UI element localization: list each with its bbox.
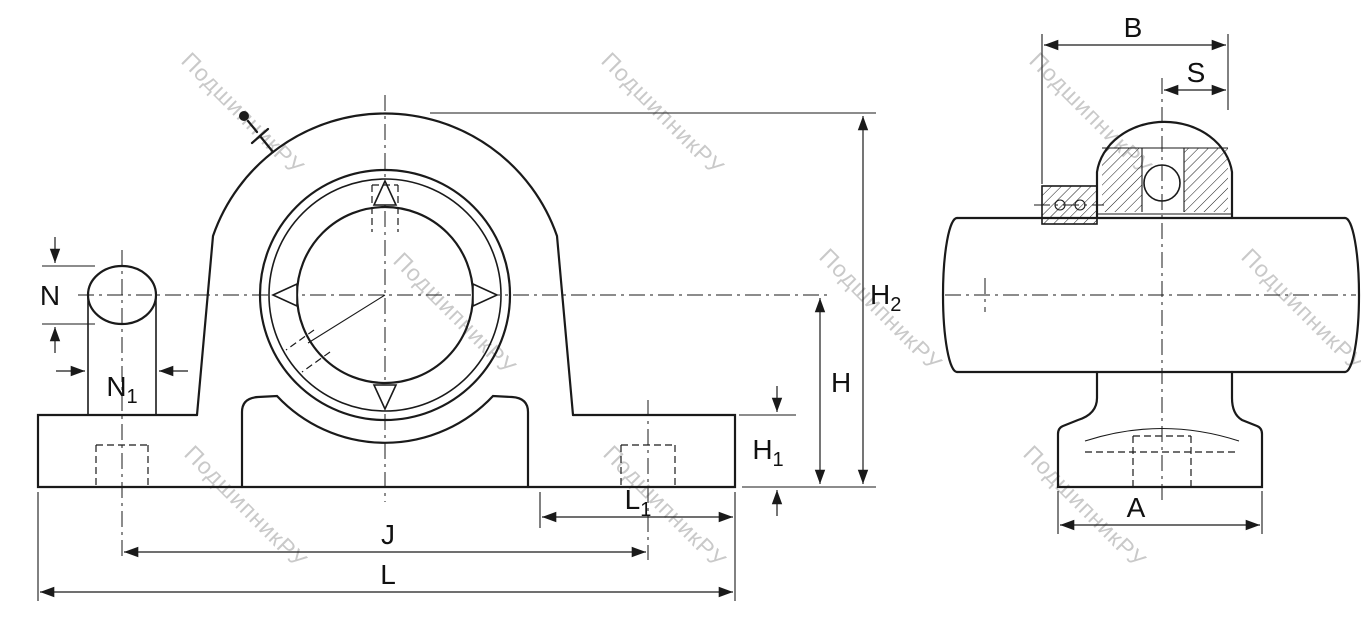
bearing-ring-inner-circle bbox=[268, 178, 502, 412]
dim-label-b: B bbox=[1124, 12, 1143, 43]
watermark-text: ПодшипникРУ bbox=[179, 440, 312, 573]
dim-label-h2: H2 bbox=[870, 279, 901, 316]
base-outline bbox=[36, 413, 737, 489]
setscrew-head-icon bbox=[1054, 199, 1066, 211]
dim-label-h: H bbox=[831, 367, 851, 398]
alignment-mark-bottom bbox=[372, 384, 398, 411]
base-counterbore-right bbox=[620, 444, 676, 487]
setscrew-hole-lower-left bbox=[285, 329, 331, 373]
base-relief-arch bbox=[240, 394, 530, 489]
section-hatch-left bbox=[1102, 148, 1142, 212]
dimensions: N N1 H2 H H1 L1 J L B bbox=[37, 12, 1263, 601]
watermark-layer: ПодшипникРУ ПодшипникРУ ПодшипникРУ Подш… bbox=[176, 47, 1361, 573]
dim-label-h1: H1 bbox=[752, 434, 783, 471]
base-counterbore-left bbox=[95, 444, 149, 487]
bearing-outer-ring-circle bbox=[258, 168, 512, 422]
watermark-text: ПодшипникРУ bbox=[598, 440, 731, 573]
alignment-mark-right bbox=[472, 282, 499, 308]
dim-label-j: J bbox=[381, 519, 395, 550]
dim-label-n1: N1 bbox=[106, 371, 137, 408]
dim-label-a: A bbox=[1127, 492, 1146, 523]
dim-label-l: L bbox=[380, 559, 396, 590]
front-view bbox=[36, 95, 832, 560]
housing-outline bbox=[195, 112, 575, 417]
base-relief-front-edge bbox=[1084, 428, 1240, 442]
alignment-mark-top bbox=[372, 179, 398, 206]
dim-label-n: N bbox=[40, 280, 60, 311]
side-base-outline bbox=[1056, 370, 1264, 489]
setscrew-head-icon bbox=[1074, 199, 1086, 211]
setscrew-hole-top bbox=[371, 184, 399, 232]
locking-collar bbox=[1041, 185, 1098, 225]
bolt-slot-ellipse bbox=[86, 264, 158, 326]
dim-label-l1: L1 bbox=[625, 484, 652, 521]
alignment-mark-left bbox=[271, 282, 298, 308]
section-hatch-right bbox=[1184, 148, 1228, 212]
watermark-text: ПодшипникРУ bbox=[1236, 243, 1361, 376]
shaft bbox=[941, 216, 1361, 374]
watermark-text: ПодшипникРУ bbox=[388, 247, 521, 380]
grease-fitting-icon bbox=[239, 111, 275, 154]
watermark-text: ПодшипникРУ bbox=[596, 47, 729, 180]
dim-label-s: S bbox=[1187, 57, 1206, 88]
side-view bbox=[941, 78, 1361, 500]
bearing-ball bbox=[1143, 164, 1181, 202]
bore-radius-line bbox=[307, 294, 386, 344]
